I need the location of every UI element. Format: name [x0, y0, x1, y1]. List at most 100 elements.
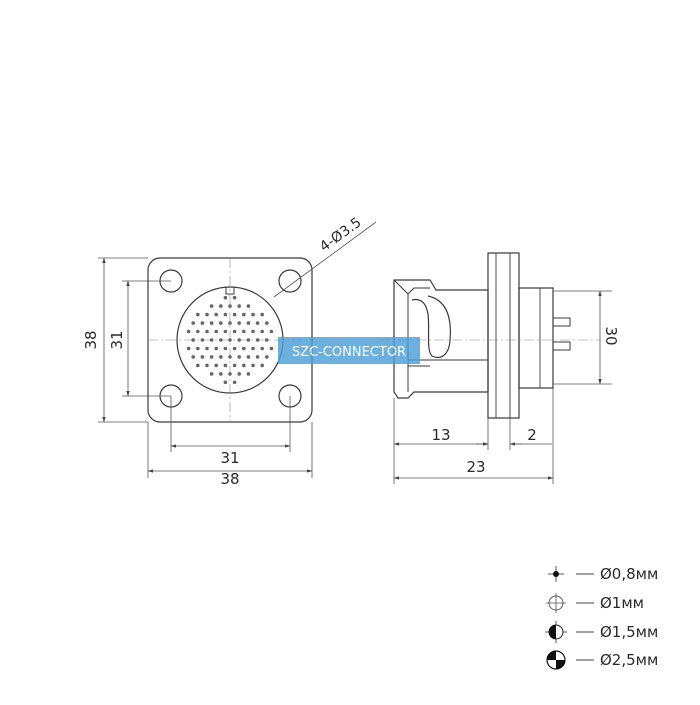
contact-pin: [242, 363, 246, 368]
contact-pin: [237, 321, 241, 325]
contact-pin: [200, 338, 205, 342]
contact-pin: [219, 338, 223, 342]
legend-label-2: Ø1мм: [600, 594, 644, 612]
solder-pin-lower: [553, 341, 571, 351]
mounting-hole-tr: [278, 269, 302, 293]
contact-pin: [223, 329, 228, 334]
contact-pin: [255, 321, 260, 325]
dim-flange-offset-label: 2: [527, 426, 537, 444]
contact-pin: [228, 338, 232, 342]
contact-pin: [214, 312, 218, 317]
dim-width-inner-label: 31: [220, 449, 239, 467]
contact-pin: [205, 346, 209, 351]
contact-pin: [260, 363, 265, 368]
contact-pin: [237, 372, 241, 376]
latch-groove: [411, 295, 451, 359]
contact-pin: [209, 372, 214, 376]
dim-width-outer-label: 38: [220, 470, 239, 488]
quarter-filled-circle-icon: [546, 650, 566, 670]
contact-pin: [265, 355, 269, 359]
contact-pin: [205, 312, 209, 317]
contact-pin: [232, 380, 237, 385]
contact-pin: [246, 321, 251, 325]
watermark-text: SZC-CONNECTOR: [292, 345, 406, 360]
contact-pin: [251, 346, 255, 351]
contact-pin: [255, 338, 260, 342]
contact-pin: [228, 304, 232, 308]
contact-pin: [265, 321, 269, 325]
contact-pin: [246, 372, 251, 376]
contact-pin: [214, 329, 218, 334]
contact-pin: [237, 338, 241, 342]
side-view: 30 13 2 23: [380, 252, 620, 484]
contact-pin: [186, 329, 191, 334]
contact-pin: [246, 355, 251, 359]
contact-pin: [196, 329, 200, 334]
contact-pin: [214, 363, 218, 368]
dim-height-label: 30: [602, 326, 620, 345]
contact-pin: [209, 304, 214, 308]
contact-pin: [200, 321, 205, 325]
contact-pin: [228, 372, 232, 376]
contact-pin: [209, 338, 214, 342]
contact-pin: [232, 295, 237, 300]
contact-pin: [242, 312, 246, 317]
contact-pin: [191, 321, 195, 325]
contact-pin: [255, 355, 260, 359]
dim-body-length-label: 13: [431, 426, 450, 444]
contact-pin: [246, 304, 251, 308]
contact-pin: [205, 329, 209, 334]
contact-pin: [223, 363, 228, 368]
contact-pin: [237, 355, 241, 359]
contact-pin: [223, 312, 228, 317]
contact-pin: [200, 355, 205, 359]
rear-shell: [518, 287, 554, 389]
pin-dot-icon: [548, 566, 564, 582]
dim-height-outer-label: 38: [82, 330, 100, 349]
legend-label-3: Ø1,5мм: [600, 623, 658, 641]
contact-pin: [251, 363, 255, 368]
contact-pin: [196, 363, 200, 368]
legend-label-4: Ø2,5мм: [600, 651, 658, 669]
contact-pin: [260, 346, 265, 351]
contact-grid: [186, 295, 274, 385]
contact-pin: [265, 338, 269, 342]
contact-pin: [269, 329, 274, 334]
contact-pin: [242, 346, 246, 351]
contact-pin: [191, 355, 195, 359]
plug-body: [393, 279, 489, 399]
contact-pin: [209, 321, 214, 325]
contact-pin: [219, 321, 223, 325]
solder-pin-upper: [553, 317, 571, 327]
watermark: SZC-CONNECTOR: [278, 337, 420, 364]
contact-pin: [214, 346, 218, 351]
contact-pin: [186, 346, 191, 351]
contact-pin: [223, 295, 228, 300]
contact-pin: [232, 346, 237, 351]
contact-pin: [242, 329, 246, 334]
side-flange: [487, 252, 520, 419]
hole-callout-label: 4-Ø3.5: [317, 215, 365, 256]
contact-pin: [228, 321, 232, 325]
crosshair-circle-icon: [546, 593, 566, 613]
contact-pin: [223, 346, 228, 351]
contact-pin: [205, 363, 209, 368]
contact-pin: [228, 355, 232, 359]
contact-pin: [196, 346, 200, 351]
watermark-band: [278, 337, 420, 364]
hole-callout-leader: [273, 221, 377, 298]
contact-pin: [246, 338, 251, 342]
contact-pin: [219, 304, 223, 308]
contact-pin: [219, 355, 223, 359]
legend-label-1: Ø0,8мм: [600, 565, 658, 583]
contact-pin: [223, 380, 228, 385]
pin-legend: Ø0,8мм Ø1мм Ø1,5мм Ø2,5мм: [545, 565, 658, 670]
contact-pin: [209, 355, 214, 359]
contact-pin: [191, 338, 195, 342]
contact-pin: [269, 346, 274, 351]
half-filled-circle-icon: [545, 621, 567, 643]
contact-pin: [251, 312, 255, 317]
contact-pin: [219, 372, 223, 376]
contact-pin: [232, 312, 237, 317]
